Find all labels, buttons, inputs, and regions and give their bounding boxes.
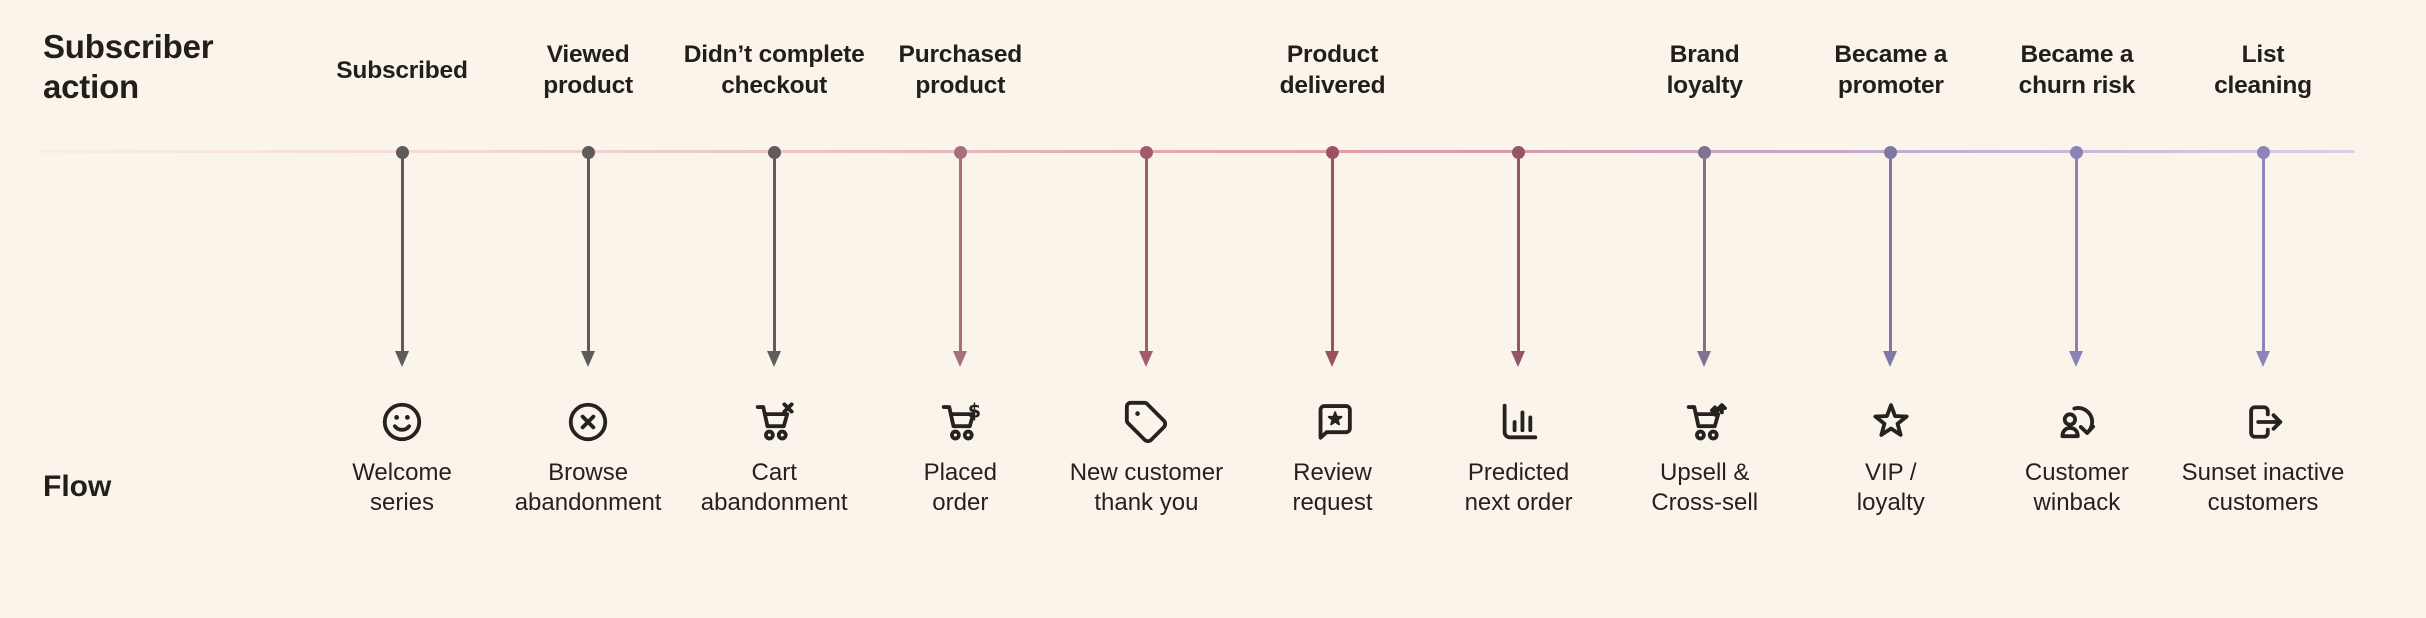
arrow-stem bbox=[1889, 153, 1893, 352]
journey-column-4: Purchased product $ Placed order bbox=[850, 0, 1070, 618]
arrow-head-icon bbox=[580, 351, 595, 367]
journey-column-5: New customer thank you bbox=[1036, 0, 1256, 618]
journey-column-2: Viewed product Browse abandonment bbox=[478, 0, 698, 618]
arrow-stem bbox=[1144, 153, 1148, 352]
arrow-head-icon bbox=[2255, 351, 2270, 367]
row-label-flow: Flow bbox=[43, 470, 112, 503]
flow-label: Welcome series bbox=[352, 459, 452, 516]
timeline-line bbox=[40, 150, 2355, 153]
star-icon bbox=[1868, 399, 1914, 445]
arrow-head-icon bbox=[1697, 351, 1712, 367]
log-out-icon bbox=[2240, 399, 2286, 445]
timeline-dot bbox=[581, 146, 595, 159]
message-star-icon bbox=[1310, 399, 1356, 445]
flow-label: Review request bbox=[1292, 459, 1373, 516]
subscriber-action-label: Viewed product bbox=[543, 41, 633, 99]
subscriber-action-label: Subscribed bbox=[336, 56, 468, 84]
row-label-subscriber-action: Subscriber action bbox=[43, 28, 214, 105]
journey-column-10: Became a churn risk Customer winback bbox=[1967, 0, 2187, 618]
timeline-dot bbox=[953, 146, 967, 159]
arrow-head-icon bbox=[1138, 351, 1153, 367]
timeline-dot bbox=[2256, 146, 2270, 159]
flow-label: Customer winback bbox=[2024, 459, 2129, 516]
journey-column-11: List cleaning Sunset inactive customers bbox=[2153, 0, 2373, 618]
cart-arrow-up-icon bbox=[1682, 399, 1728, 445]
flow-label: Upsell & Cross-sell bbox=[1651, 459, 1759, 516]
cart-dollar-icon: $ bbox=[937, 399, 983, 445]
arrow-head-icon bbox=[1883, 351, 1898, 367]
arrow-head-icon bbox=[766, 351, 781, 367]
arrow-stem bbox=[1331, 153, 1334, 352]
journey-column-8: Brand loyalty Upsell & Cross-sell bbox=[1595, 0, 1815, 618]
subscriber-action-label: List cleaning bbox=[2214, 41, 2312, 99]
timeline-dot bbox=[1139, 146, 1153, 159]
flow-label: Placed order bbox=[923, 459, 997, 516]
arrow-stem bbox=[772, 153, 776, 352]
arrow-stem bbox=[586, 153, 590, 352]
subscriber-action-label: Purchased product bbox=[898, 41, 1023, 99]
arrow-head-icon bbox=[2069, 351, 2084, 367]
journey-column-7: Predicted next order bbox=[1409, 0, 1629, 618]
arrow-stem bbox=[958, 153, 962, 352]
subscriber-action-label: Product delivered bbox=[1279, 41, 1386, 99]
arrow-head-icon bbox=[1325, 351, 1339, 367]
subscriber-action-label: Brand loyalty bbox=[1666, 41, 1743, 99]
subscriber-action-label: Didn’t complete checkout bbox=[683, 41, 865, 99]
circle-x-icon bbox=[565, 399, 611, 445]
timeline-dot bbox=[1512, 146, 1526, 159]
journey-column-1: Subscribed Welcome series bbox=[292, 0, 512, 618]
subscriber-action-label: Became a promoter bbox=[1834, 41, 1948, 99]
timeline-dot bbox=[395, 146, 409, 159]
journey-column-6: Product delivered Review request bbox=[1223, 0, 1443, 618]
cart-x-icon bbox=[751, 399, 797, 445]
arrow-stem bbox=[1703, 153, 1707, 352]
tag-icon bbox=[1123, 399, 1169, 445]
bar-chart-icon bbox=[1496, 399, 1542, 445]
flow-label: New customer thank you bbox=[1069, 459, 1224, 516]
timeline-dot bbox=[1698, 146, 1712, 159]
smile-icon bbox=[379, 399, 425, 445]
arrow-head-icon bbox=[1511, 351, 1526, 367]
arrow-stem bbox=[2261, 153, 2265, 352]
user-refresh-icon bbox=[2054, 399, 2100, 445]
arrow-head-icon bbox=[394, 351, 409, 367]
timeline-dot bbox=[1884, 146, 1898, 159]
flow-label: Predicted next order bbox=[1464, 459, 1573, 516]
journey-column-9: Became a promoter VIP / loyalty bbox=[1781, 0, 2001, 618]
flow-label: Cart abandonment bbox=[700, 459, 848, 516]
arrow-stem bbox=[400, 153, 404, 352]
arrow-stem bbox=[1517, 153, 1521, 352]
flow-label: Sunset inactive customers bbox=[2181, 459, 2345, 516]
timeline-dot bbox=[767, 146, 781, 159]
subscriber-action-label: Became a churn risk bbox=[2018, 41, 2136, 99]
timeline-dot bbox=[1326, 146, 1339, 159]
arrow-stem bbox=[2075, 153, 2079, 352]
svg-text:$: $ bbox=[968, 399, 981, 422]
journey-column-3: Didn’t complete checkout Cart abandonmen… bbox=[664, 0, 884, 618]
flow-label: VIP / loyalty bbox=[1856, 459, 1925, 516]
flow-label: Browse abandonment bbox=[514, 459, 662, 516]
arrow-head-icon bbox=[952, 351, 967, 367]
timeline-dot bbox=[2070, 146, 2084, 159]
